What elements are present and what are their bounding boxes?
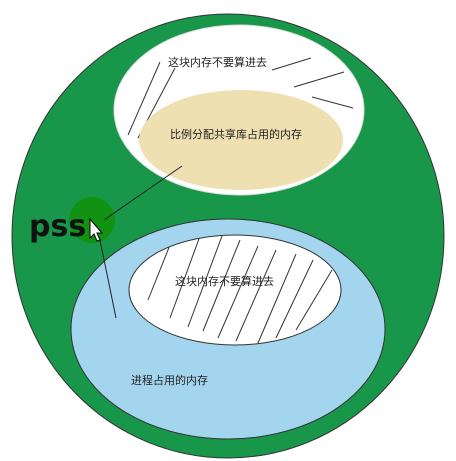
shared-library-region bbox=[139, 90, 343, 190]
top-hatch-lines bbox=[127, 57, 354, 139]
bottom-excluded-region bbox=[128, 234, 342, 346]
bottom-excluded-label: 这块内存不要算进去 bbox=[175, 274, 274, 288]
process-memory-label: 进程占用的内存 bbox=[131, 373, 208, 387]
pss-label: pss bbox=[29, 209, 86, 244]
pss-dot bbox=[69, 197, 115, 243]
top-excluded-label: 这块内存不要算进去 bbox=[168, 55, 267, 69]
pss-to-process-line bbox=[99, 239, 117, 319]
shared-portion-label: 比例分配共享库占用的内存 bbox=[170, 127, 302, 141]
mouse-cursor-icon bbox=[89, 217, 104, 242]
pss-to-shared-line bbox=[103, 165, 183, 221]
bottom-hatch-lines bbox=[147, 235, 333, 344]
